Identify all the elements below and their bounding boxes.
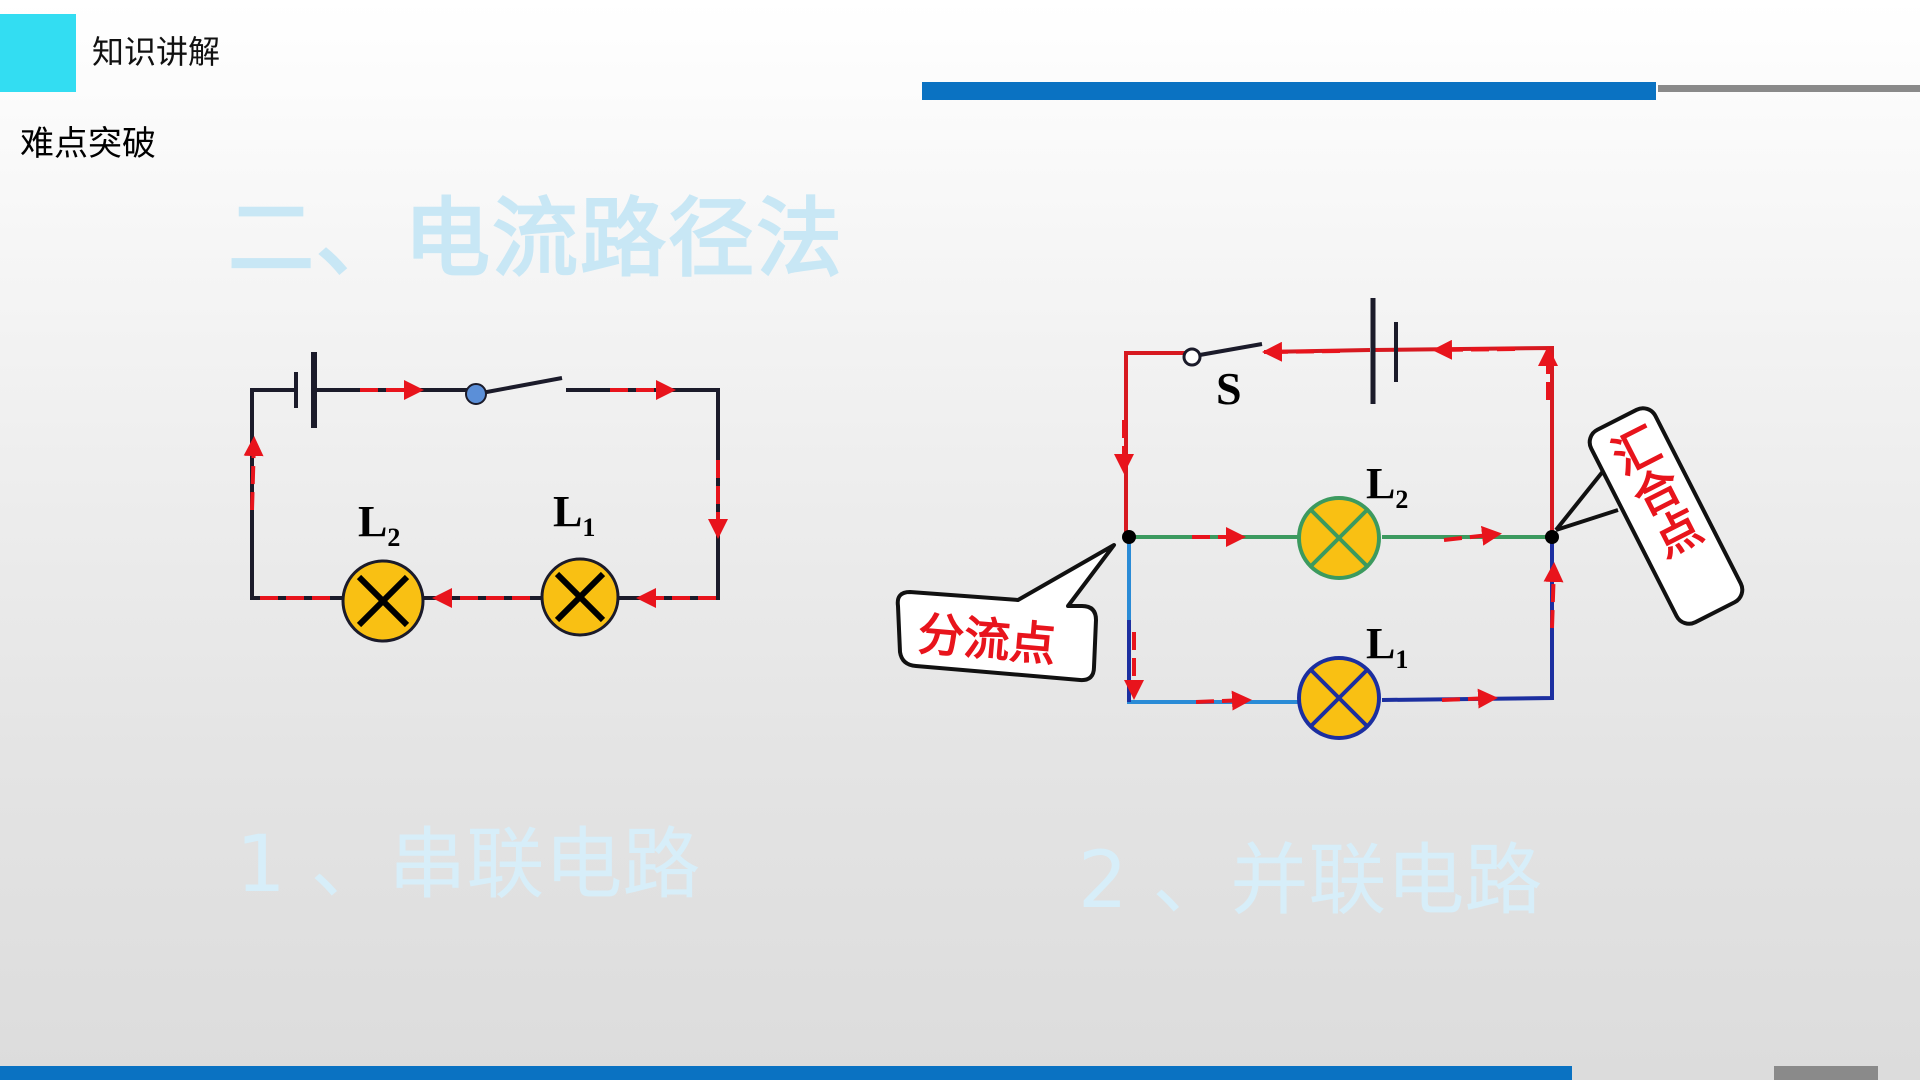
lamp-icon <box>341 559 425 643</box>
branch-l1-wire <box>1381 537 1554 702</box>
battery-icon <box>1370 298 1398 404</box>
section-label: 知识讲解 <box>92 33 221 71</box>
current-arrow-icon <box>1443 525 1502 546</box>
series-lamp-right-label: L1 <box>553 487 595 542</box>
current-arrow-icon <box>1543 562 1564 629</box>
branch-l1-wire <box>1127 537 1298 704</box>
lamp-icon <box>1297 656 1381 740</box>
current-arrow-icon <box>1262 341 1341 362</box>
current-arrow-icon <box>1195 690 1252 711</box>
battery-icon <box>294 352 317 428</box>
lamp-icon <box>540 557 620 637</box>
series-lamp-left-label: L2 <box>358 497 400 552</box>
parallel-lamp-bottom-label: L1 <box>1366 619 1408 674</box>
split-junction <box>1122 530 1136 544</box>
merge-point-callout: 汇合点 <box>1554 406 1745 626</box>
top-accent-bar <box>922 82 1656 100</box>
merge-junction <box>1545 530 1559 544</box>
series-circuit: L2 L1 <box>243 352 728 643</box>
current-arrow-icon <box>1432 339 1516 360</box>
series-wire <box>250 388 720 600</box>
corner-accent-block <box>0 14 76 92</box>
top-gray-bar <box>1658 85 1920 92</box>
subsection-label: 难点突破 <box>20 124 156 164</box>
series-circuit-caption: 1 、串联电路 <box>236 820 701 910</box>
page-title: 二、电流路径法 <box>228 189 844 289</box>
switch-icon <box>465 376 563 405</box>
parallel-circuit-caption: 2 、并联电路 <box>1078 836 1543 926</box>
lamp-icon <box>1297 496 1381 580</box>
bottom-accent-bar <box>0 1066 1572 1080</box>
switch-icon <box>1182 342 1263 367</box>
current-arrow-icon <box>1441 688 1498 709</box>
bottom-gray-bar <box>1774 1066 1878 1080</box>
split-point-callout: 分流点 <box>895 543 1116 683</box>
parallel-circuit: S L2 L1 <box>895 298 1745 740</box>
parallel-lamp-top-label: L2 <box>1366 459 1408 514</box>
switch-label: S <box>1216 363 1242 414</box>
current-arrow-icon <box>243 436 264 511</box>
svg-text:分流点: 分流点 <box>916 606 1058 672</box>
